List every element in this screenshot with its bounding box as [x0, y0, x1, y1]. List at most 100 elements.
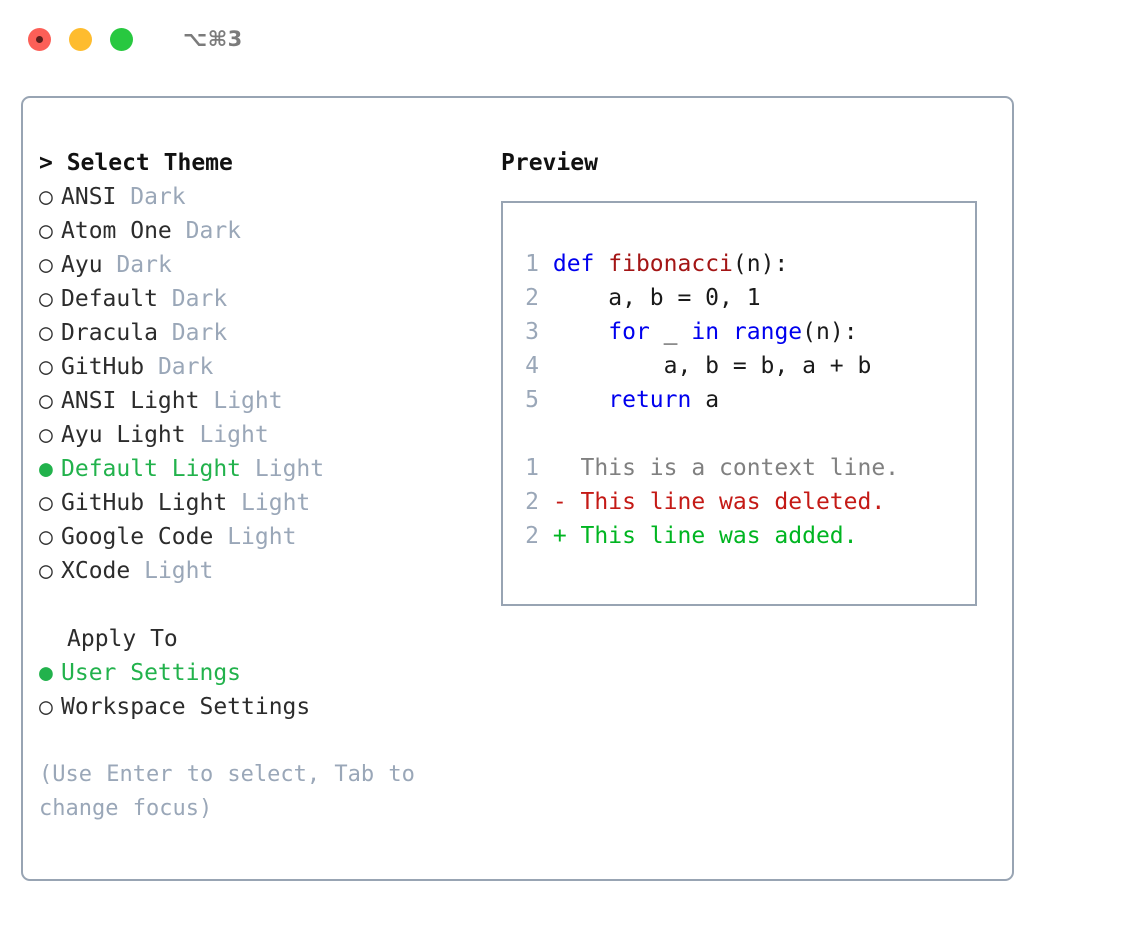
- code-token: [539, 319, 608, 345]
- close-icon[interactable]: [28, 27, 51, 51]
- preview-title: Preview: [501, 150, 598, 176]
- radio-unselected-icon: ○: [39, 354, 53, 380]
- line-number: 3: [525, 319, 539, 345]
- theme-list-item[interactable]: ○Ayu Light Light: [39, 418, 479, 452]
- code-line: 3 for _ in range(n):: [517, 315, 975, 349]
- theme-category: Dark: [157, 354, 214, 380]
- keyboard-hint: (Use Enter to select, Tab to change focu…: [39, 762, 415, 821]
- code-line: 2 a, b = 0, 1: [517, 281, 975, 315]
- code-token: _: [649, 319, 692, 345]
- apply-to-option-label: User Settings: [61, 660, 242, 686]
- line-number: 2: [525, 489, 539, 515]
- theme-name: GitHub: [61, 354, 145, 380]
- code-token: (n):: [802, 319, 858, 345]
- theme-name-gap: [144, 354, 158, 380]
- theme-list-item[interactable]: ●Default Light Light: [39, 452, 479, 486]
- diff-line: 2 - This line was deleted.: [517, 485, 975, 519]
- select-theme-header: > Select Theme: [39, 150, 233, 176]
- code-token: def: [552, 251, 595, 277]
- theme-name: Google Code: [61, 524, 214, 550]
- radio-unselected-icon: ○: [39, 184, 53, 210]
- radio-unselected-icon: ○: [39, 490, 53, 516]
- code-token: [539, 387, 608, 413]
- theme-category: Dark: [116, 252, 172, 278]
- minimize-icon[interactable]: [69, 27, 92, 51]
- theme-list-item[interactable]: ○Dracula Dark: [39, 316, 479, 350]
- theme-category: Dark: [130, 184, 186, 210]
- theme-name-gap: [158, 320, 172, 346]
- theme-list-item[interactable]: ○XCode Light: [39, 554, 479, 588]
- code-token: for: [608, 319, 650, 345]
- zoom-icon[interactable]: [110, 27, 133, 51]
- theme-list-item[interactable]: ○ GitHub Dark: [39, 350, 479, 384]
- radio-unselected-icon: ○: [39, 218, 53, 244]
- radio-unselected-icon: ○: [39, 422, 53, 448]
- theme-name-gap: [158, 286, 172, 312]
- line-number: 4: [525, 353, 539, 379]
- theme-list-item[interactable]: ○ Ayu Dark: [39, 248, 479, 282]
- code-line: 4 a, b = b, a + b: [517, 349, 975, 383]
- apply-to-list: ●User Settings○Workspace Settings: [39, 656, 479, 724]
- line-number: 2: [525, 523, 539, 549]
- theme-list-item[interactable]: ○Google Code Light: [39, 520, 479, 554]
- theme-name-gap: [116, 184, 130, 210]
- code-token: [539, 251, 553, 277]
- theme-name: Ayu Light: [61, 422, 186, 448]
- theme-name-gap: [199, 388, 213, 414]
- radio-selected-icon: ●: [39, 456, 53, 482]
- theme-list-item[interactable]: ○Atom One Dark: [39, 214, 479, 248]
- radio-unselected-icon: ○: [39, 388, 53, 414]
- apply-to-option-label: Workspace Settings: [61, 694, 311, 720]
- theme-name: ANSI Light: [61, 388, 200, 414]
- apply-to-option[interactable]: ●User Settings: [39, 656, 479, 690]
- theme-list-item[interactable]: ○ANSI Dark: [39, 180, 479, 214]
- line-number: 1: [525, 251, 539, 277]
- theme-picker-column: > Select Theme ○ANSI Dark○Atom One Dark○…: [39, 146, 479, 826]
- keyboard-shortcut-label: ⌥⌘3: [183, 27, 243, 51]
- theme-list-item[interactable]: ○Default Dark: [39, 282, 479, 316]
- theme-name: Dracula: [61, 320, 158, 346]
- code-line: 1 def fibonacci(n):: [517, 247, 975, 281]
- theme-category: Light: [254, 456, 325, 482]
- radio-unselected-icon: ○: [39, 286, 53, 312]
- radio-unselected-icon: ○: [39, 320, 53, 346]
- code-token: a, b = b, a + b: [539, 353, 872, 379]
- theme-category: Light: [213, 388, 283, 414]
- theme-name-gap: [241, 456, 255, 482]
- line-number: 5: [525, 387, 539, 413]
- code-token: a: [691, 387, 720, 413]
- theme-category: Light: [241, 490, 311, 516]
- theme-name: GitHub Light: [61, 490, 228, 516]
- code-diff-gap: [517, 417, 975, 451]
- theme-list-item[interactable]: ○ GitHub Light Light: [39, 486, 479, 520]
- code-line: 5 return a: [517, 383, 975, 417]
- theme-list-item[interactable]: ○ ANSI Light Light: [39, 384, 479, 418]
- title-bar: ⌥⌘3: [0, 0, 1140, 78]
- list-spacer: [39, 588, 479, 622]
- main-panel: > Select Theme ○ANSI Dark○Atom One Dark○…: [21, 96, 1014, 881]
- theme-name-gap: [227, 490, 241, 516]
- theme-list: ○ANSI Dark○Atom One Dark○Ayu Dark○Defaul…: [39, 180, 479, 588]
- code-token: a, b = 0, 1: [539, 285, 761, 311]
- preview-column: Preview 1 def fibonacci(n):2 a, b = 0, 1…: [501, 146, 991, 606]
- theme-name: Ayu: [61, 252, 103, 278]
- line-number: 1: [525, 455, 539, 481]
- radio-unselected-icon: ○: [39, 558, 53, 584]
- theme-name-gap: [103, 252, 117, 278]
- code-token: fibonacci: [608, 251, 733, 277]
- code-token: [719, 319, 733, 345]
- theme-name-gap: [213, 524, 227, 550]
- code-token: - This line was deleted.: [539, 489, 886, 515]
- theme-name: Atom One: [61, 218, 172, 244]
- radio-unselected-icon: ○: [39, 524, 53, 550]
- diff-sample: 1 This is a context line.2 - This line w…: [517, 451, 975, 553]
- apply-to-label: Apply To: [67, 626, 178, 652]
- radio-unselected-icon: ○: [39, 252, 53, 278]
- apply-to-option[interactable]: ○Workspace Settings: [39, 690, 479, 724]
- theme-category: Dark: [171, 286, 228, 312]
- code-token: (n):: [732, 251, 789, 277]
- code-token: range: [732, 319, 803, 345]
- theme-name-gap: [130, 558, 144, 584]
